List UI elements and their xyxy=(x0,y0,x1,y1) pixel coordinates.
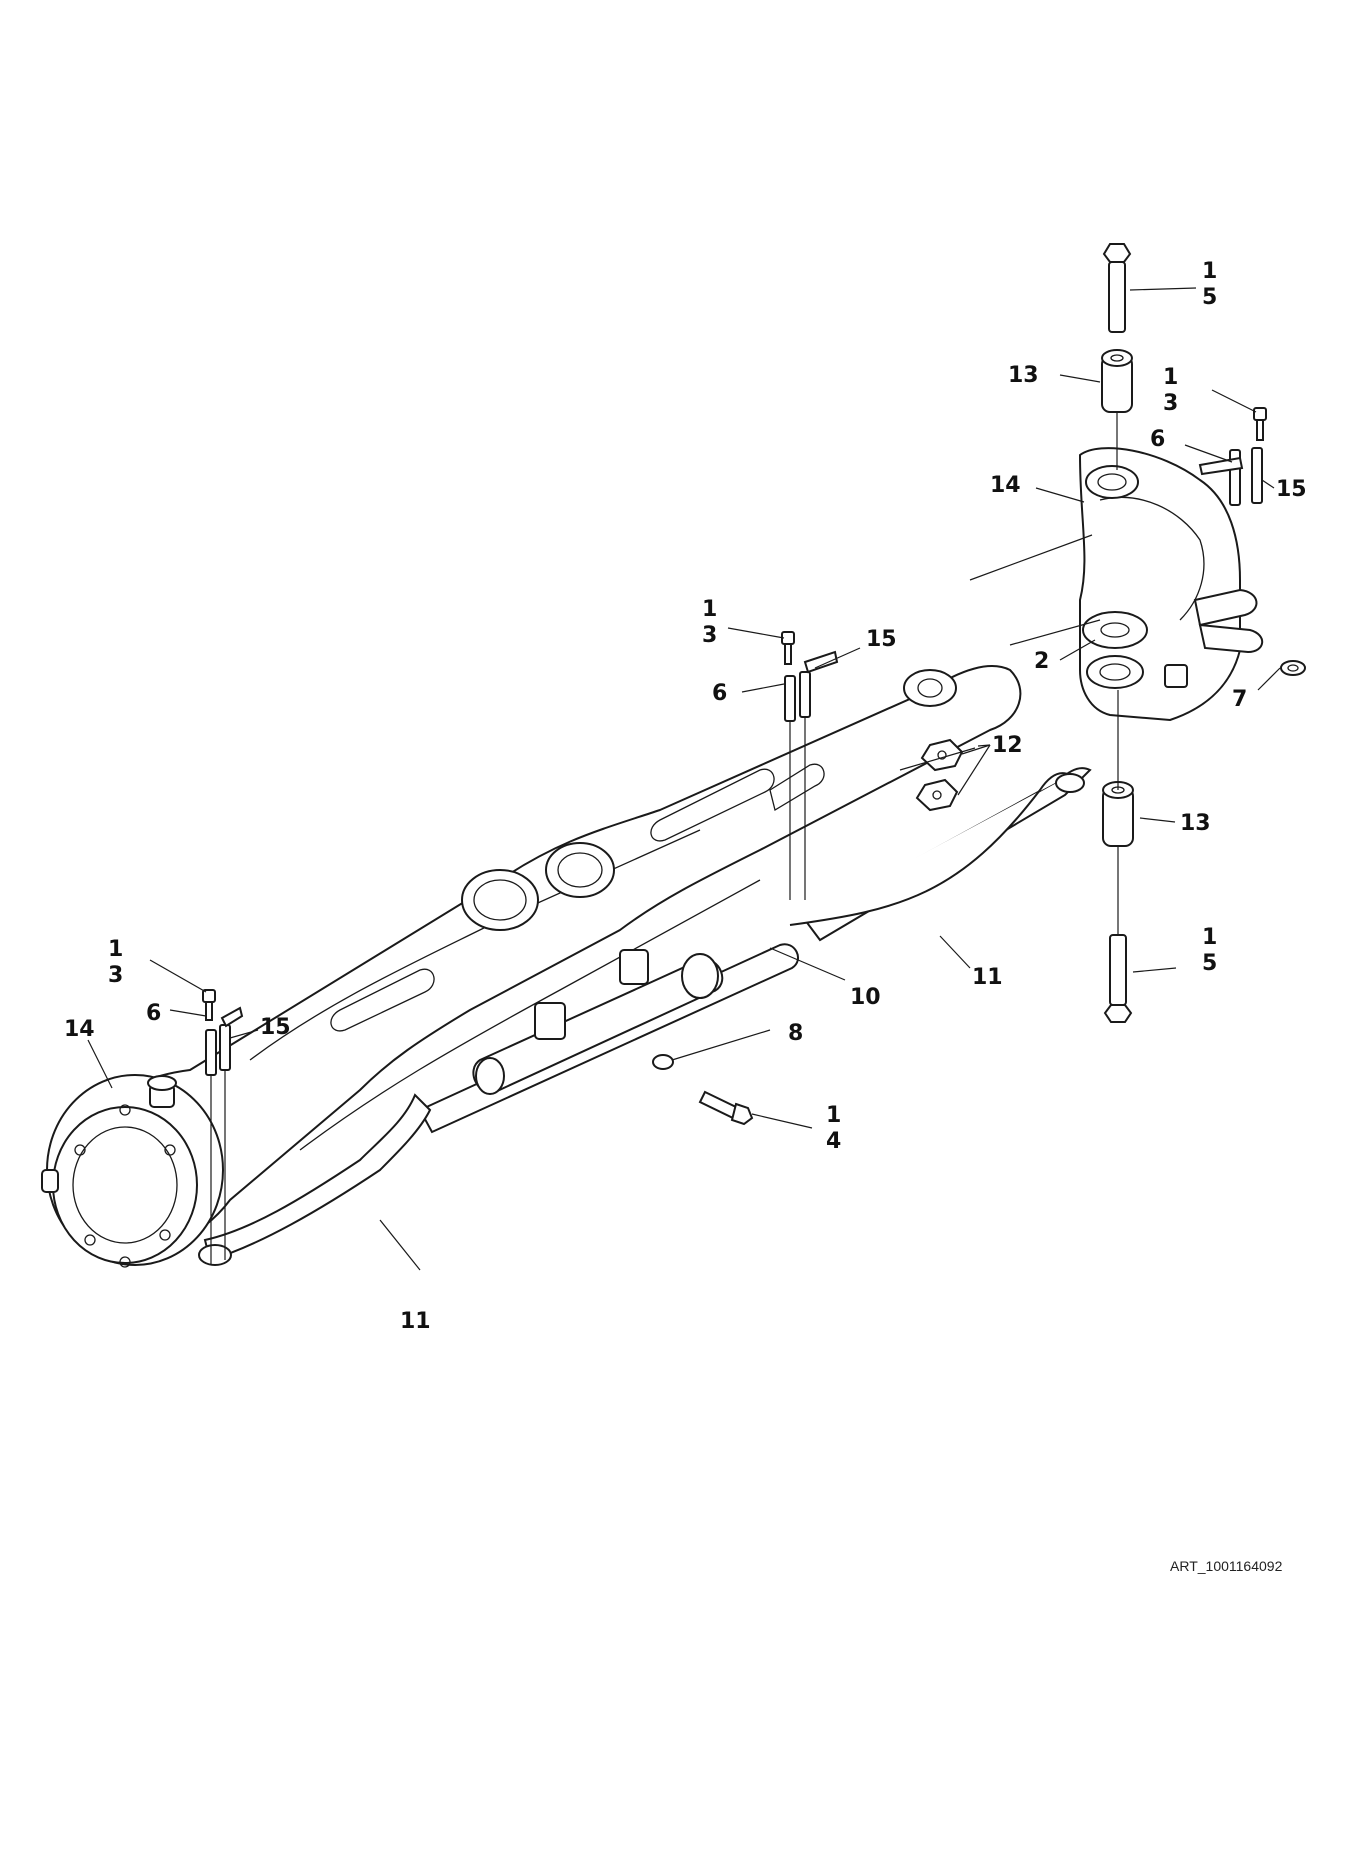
callout-6-mid: 6 xyxy=(712,681,727,706)
callout-15-mid: 15 xyxy=(866,627,897,652)
callout-13-mid-3: 3 xyxy=(702,623,717,648)
callout-14-4: 4 xyxy=(826,1129,841,1154)
callout-13-right-3: 3 xyxy=(1163,391,1178,416)
callout-6-left: 6 xyxy=(146,1001,161,1026)
top-bolt xyxy=(1102,243,1132,333)
bottom-bolt xyxy=(1103,934,1133,1023)
callout-13-mid-1: 1 xyxy=(702,597,717,622)
right-knuckle-housing xyxy=(1078,447,1264,722)
callout-15-bottom-5: 5 xyxy=(1202,951,1217,976)
callout-7: 7 xyxy=(1232,687,1247,712)
callout-11-right: 11 xyxy=(972,965,1003,990)
callout-12: 12 xyxy=(992,733,1023,758)
tie-rod-right xyxy=(789,767,1092,942)
callout-10: 10 xyxy=(850,985,881,1010)
callout-13-bottom: 13 xyxy=(1180,811,1211,836)
callout-13-top: 13 xyxy=(1008,363,1039,388)
pin-bolts-left xyxy=(202,989,244,1265)
callout-2: 2 xyxy=(1034,649,1049,674)
callout-15-top-5: 5 xyxy=(1202,285,1217,310)
steering-cylinder xyxy=(418,943,799,1134)
top-bush xyxy=(1101,349,1133,413)
callout-13-left-3: 3 xyxy=(108,963,123,988)
callout-8: 8 xyxy=(788,1021,803,1046)
callout-6-right: 6 xyxy=(1150,427,1165,452)
callout-11-left: 11 xyxy=(400,1309,431,1334)
pin-bolts-middle xyxy=(781,631,839,900)
pin-bolts-right xyxy=(1198,407,1306,676)
leader-lines xyxy=(87,287,1281,1271)
callout-14-1: 1 xyxy=(826,1103,841,1128)
tie-rod-left xyxy=(198,1093,432,1266)
callout-15-top-1: 1 xyxy=(1202,259,1217,284)
lock-nuts xyxy=(915,738,964,812)
callout-15-bottom-1: 1 xyxy=(1202,925,1217,950)
callout-14-right: 14 xyxy=(990,473,1021,498)
axle-beam xyxy=(67,665,1022,1254)
left-hub-carrier xyxy=(41,1074,224,1268)
callout-labels: 1 5 13 1 3 6 15 14 2 7 12 13 1 5 1 3 15 … xyxy=(64,259,1307,1334)
callout-15-left: 15 xyxy=(260,1015,291,1040)
callout-15-right: 15 xyxy=(1276,477,1307,502)
bolt-and-washer xyxy=(652,1054,754,1126)
callout-14-left: 14 xyxy=(64,1017,95,1042)
callout-13-right-1: 1 xyxy=(1163,365,1178,390)
bottom-bush xyxy=(1102,781,1134,847)
art-id-label: ART_1001164092 xyxy=(1170,1558,1283,1574)
callout-13-left-1: 1 xyxy=(108,937,123,962)
